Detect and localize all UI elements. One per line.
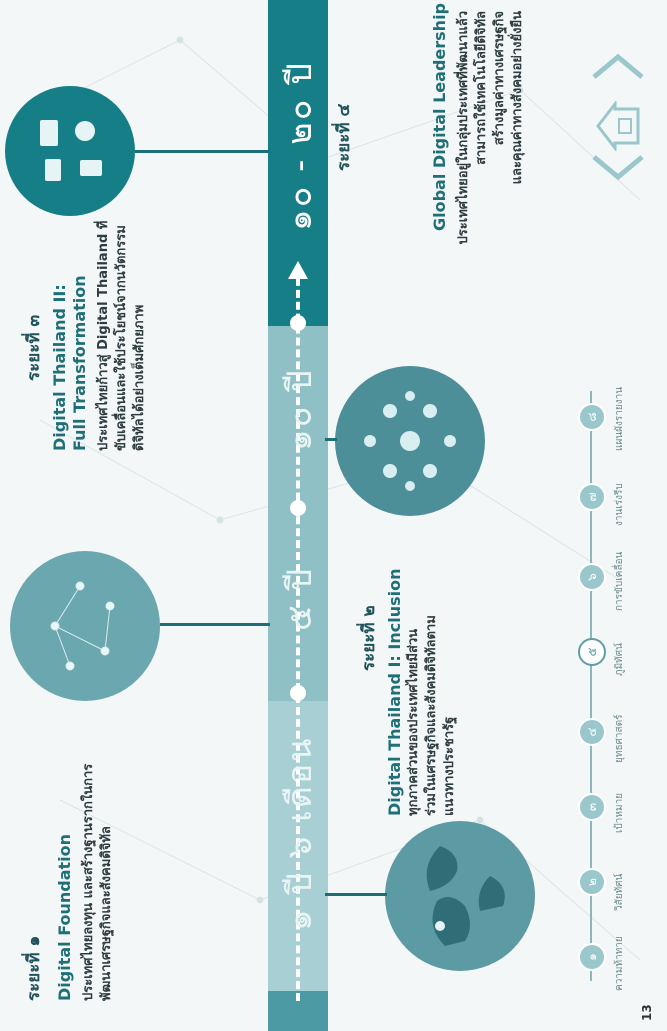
timeline-arrow-icon — [288, 261, 308, 279]
stage4-duration: ๑๐ - ๒๐ ปี — [280, 61, 320, 231]
nav-label-8[interactable]: แผนผังรายงาน — [614, 386, 625, 451]
stage1-duration: ๑ ปี ๖ เดือน — [280, 736, 320, 931]
phase4-name: Global Digital Leadership — [430, 2, 449, 231]
nav-label-7[interactable]: งานเร่งรีบ — [614, 483, 625, 526]
page-number: 13 — [640, 1004, 654, 1021]
phase2-name: Digital Thailand I: Inclusion — [385, 568, 404, 817]
phase2-desc-line: แนวทางประชารัฐ — [442, 716, 457, 816]
phase1-illustration — [10, 551, 160, 701]
nav-item-4[interactable]: ๔ — [578, 718, 606, 746]
nav-label-6[interactable]: การขับเคลื่อน — [614, 551, 625, 611]
phase4-desc-line: สร้างมูลค่าทางเศรษฐกิจ — [492, 11, 507, 146]
nav-item-2[interactable]: ๒ — [578, 868, 606, 896]
phase4-illustration — [5, 86, 135, 216]
phase1-stem — [160, 623, 270, 626]
phase2-title: ระยะที่ ๒ — [359, 605, 379, 671]
phase3-title: ระยะที่ ๓ — [24, 314, 44, 381]
nav-label-3[interactable]: เป้าหมาย — [614, 792, 625, 833]
nav-item-1[interactable]: ๑ — [578, 943, 606, 971]
phase3-illustration — [335, 366, 485, 516]
phase2-description: ทุกภาคส่วนของประเทศไทยมีส่วน ร่วมในเศรษฐ… — [405, 526, 459, 816]
phase4-stem — [135, 150, 270, 153]
phase1-desc-line: ประเทศไทยลงทุน และสร้างฐานรากในการ — [81, 763, 96, 1001]
nav-item-7[interactable]: ๗ — [578, 483, 606, 511]
nav-item-6[interactable]: ๖ — [578, 563, 606, 591]
nav-label-4[interactable]: ยุทธศาสตร์ — [614, 714, 625, 764]
timeline-dot-2 — [290, 500, 306, 516]
world-map-icon — [426, 846, 505, 946]
nav-label-2[interactable]: วิสัยทัศน์ — [614, 873, 625, 911]
phase2-illustration — [385, 821, 535, 971]
prev-page-icon[interactable] — [590, 153, 646, 181]
stage2-duration: ๕ ปี — [280, 566, 320, 631]
nav-item-5[interactable]: ๕ — [578, 638, 606, 666]
digital-icons-cluster-icon — [364, 391, 456, 491]
home-icon[interactable] — [595, 101, 641, 151]
phase2-desc-line: ทุกภาคส่วนของประเทศไทยมีส่วน — [406, 628, 421, 816]
phase3-desc-line: ขับเคลื่อนและใช้ประโยชน์จากนวัตกรรม — [114, 225, 129, 451]
phase3-desc-line: ประเทศไทยก้าวสู่ Digital Thailand ที่ — [96, 220, 111, 451]
phase4-title: ระยะที่ ๔ — [334, 103, 354, 171]
digital-devices-icon — [40, 120, 102, 181]
phase2-stem — [325, 893, 387, 896]
phase3-description: ประเทศไทยก้าวสู่ Digital Thailand ที่ ขั… — [95, 191, 149, 451]
phase1-description: ประเทศไทยลงทุน และสร้างฐานรากในการ พัฒนา… — [80, 701, 116, 1001]
phase3-desc-line: ดิจิทัลได้อย่างเต็มศักยภาพ — [132, 304, 147, 451]
stage3-duration: ๑๐ ปี — [280, 368, 320, 451]
network-map-icon — [50, 581, 115, 671]
next-page-icon[interactable] — [590, 53, 646, 81]
nav-item-8[interactable]: ๘ — [578, 403, 606, 431]
phase2-desc-line: ร่วมในเศรษฐกิจและสังคมดิจิทัลตาม — [424, 615, 439, 816]
nav-item-3[interactable]: ๓ — [578, 793, 606, 821]
phase1-desc-line: พัฒนาเศรษฐกิจและสังคมดิจิทัล — [99, 826, 114, 1001]
nav-label-1[interactable]: ความท้าทาย — [614, 936, 625, 991]
phase3-name-line1: Digital Thailand II: — [50, 284, 69, 451]
phase1-title: ระยะที่ ๑ — [24, 935, 44, 1001]
phase4-desc-line: สามารถใช้เทคโนโลยีดิจิทัล — [474, 11, 489, 165]
phase3-stem — [325, 438, 337, 441]
timeline-dot-3 — [290, 315, 306, 331]
phase3-name-line2: Full Transformation — [70, 275, 89, 451]
phase4-desc-line: และคุณค่าทางสังคมอย่างยั่งยืน — [510, 11, 525, 185]
phase4-description: ประเทศไทยอยู่ในกลุ่มประเทศที่พัฒนาแล้ว ส… — [455, 11, 527, 331]
nav-label-5[interactable]: ภูมิทัศน์ — [614, 643, 625, 676]
timeline-dot-1 — [290, 685, 306, 701]
phase1-name: Digital Foundation — [55, 833, 74, 1001]
phase4-desc-line: ประเทศไทยอยู่ในกลุ่มประเทศที่พัฒนาแล้ว — [456, 11, 471, 245]
